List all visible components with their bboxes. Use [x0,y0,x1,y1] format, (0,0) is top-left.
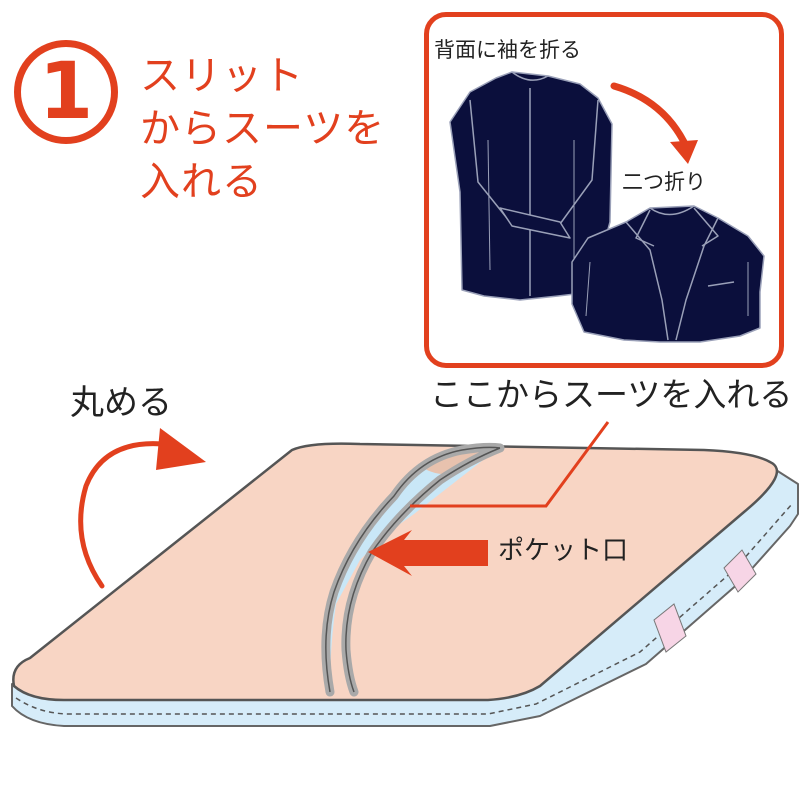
suit-bag-illustration [11,442,799,727]
step-title-line-2: からスーツを [140,106,386,152]
pocket-opening-label: ポケット口 [498,536,629,566]
bag-top-face [12,442,779,702]
insert-here-label: ここからスーツを入れる [430,375,793,414]
fold-sleeves-label: 背面に袖を折る [434,38,581,62]
roll-arrow-icon [78,428,206,589]
step-number-badge: 1 [14,40,118,144]
jacket-folded-icon [571,205,765,343]
insert-leader-line [410,421,610,508]
fold-half-label: 二つ折り [622,170,706,194]
folding-inset-panel [424,12,784,368]
pocket-interior [323,450,496,690]
step-number: 1 [38,47,94,137]
jacket-back-icon [449,71,613,301]
roll-label: 丸める [70,383,172,423]
bag-stripe [653,603,687,653]
bag-stripe [723,549,757,593]
fold-arrow-icon [610,82,698,164]
step-title-line-3: 入れる [140,159,263,205]
pocket-arrow-icon [368,530,488,576]
step-title-line-1: スリット [140,53,304,99]
